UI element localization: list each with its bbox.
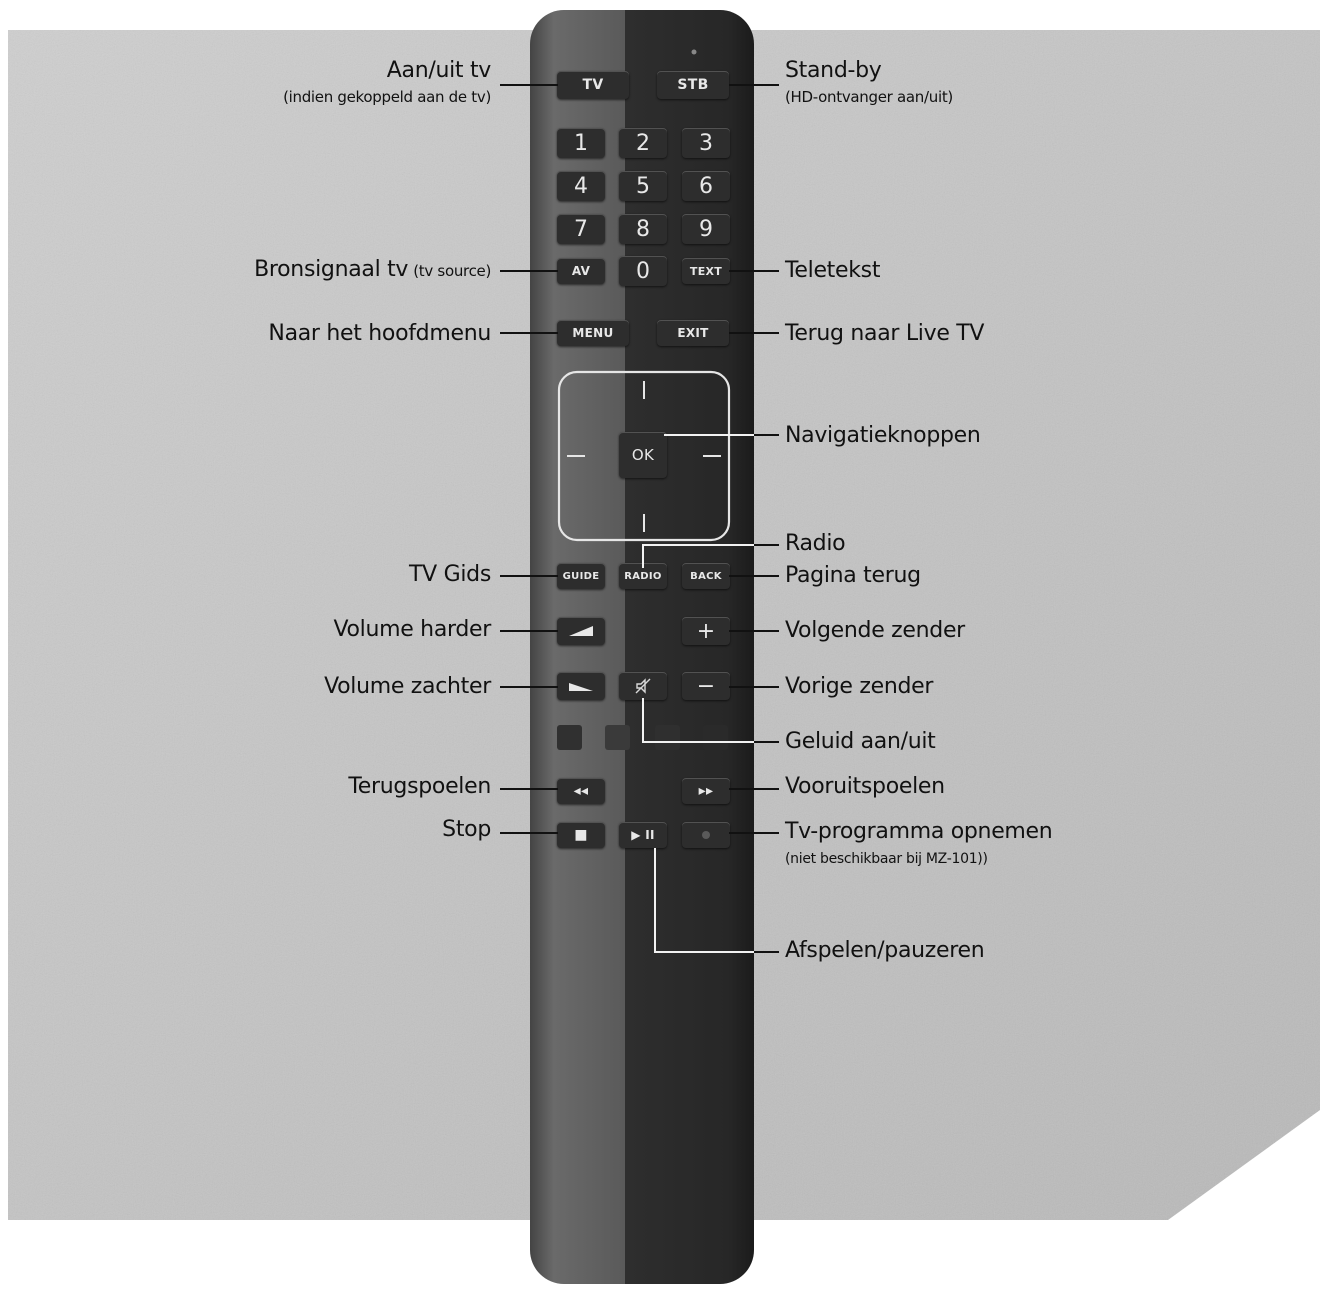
fast-forward-button[interactable]: ▸▸ bbox=[682, 778, 730, 804]
callout-line-play bbox=[654, 848, 656, 952]
av-button[interactable]: AV bbox=[557, 258, 605, 284]
back-button[interactable]: BACK bbox=[682, 563, 730, 589]
label-live-tv: Terug naar Live TV bbox=[785, 321, 985, 346]
callout-line-mute bbox=[642, 741, 754, 743]
volume-down-button[interactable] bbox=[557, 672, 605, 700]
label-standby-sub: (HD-ontvanger aan/uit) bbox=[785, 88, 953, 106]
digit-3-button[interactable]: 3 bbox=[682, 128, 730, 158]
callout-line bbox=[500, 788, 558, 790]
exit-button[interactable]: EXIT bbox=[657, 320, 729, 346]
label-stop: Stop bbox=[442, 817, 491, 842]
label-geluid: Geluid aan/uit bbox=[785, 729, 936, 754]
label-pagina-terug: Pagina terug bbox=[785, 563, 921, 588]
label-hoofdmenu: Naar het hoofdmenu bbox=[268, 321, 491, 346]
label-bronsignaal-main: Bronsignaal tv bbox=[254, 257, 409, 282]
digit-8-button[interactable]: 8 bbox=[619, 214, 667, 244]
menu-button[interactable]: MENU bbox=[557, 320, 629, 346]
label-afspelen: Afspelen/pauzeren bbox=[785, 938, 985, 963]
digit-5-button[interactable]: 5 bbox=[619, 171, 667, 201]
label-aan-uit-tv-sub: (indien gekoppeld aan de tv) bbox=[283, 88, 491, 106]
callout-line-radio bbox=[642, 544, 754, 546]
callout-line bbox=[500, 332, 558, 334]
callout-line bbox=[729, 575, 779, 577]
callout-line bbox=[729, 686, 779, 688]
digit-1-button[interactable]: 1 bbox=[557, 128, 605, 158]
nav-pad-outline bbox=[557, 370, 731, 542]
digit-9-button[interactable]: 9 bbox=[682, 214, 730, 244]
volume-down-icon bbox=[569, 683, 593, 691]
callout-line bbox=[500, 270, 558, 272]
callout-line bbox=[729, 332, 779, 334]
label-volgende-zender: Volgende zender bbox=[785, 618, 965, 643]
label-vooruitspoelen: Vooruitspoelen bbox=[785, 774, 945, 799]
label-opnemen-sub: (niet beschikbaar bij MZ-101)) bbox=[785, 851, 988, 867]
record-button[interactable] bbox=[682, 822, 730, 848]
digit-4-button[interactable]: 4 bbox=[557, 171, 605, 201]
label-bronsignaal-sub: (tv source) bbox=[413, 262, 491, 280]
digit-2-button[interactable]: 2 bbox=[619, 128, 667, 158]
record-icon bbox=[702, 831, 710, 839]
mute-button[interactable] bbox=[619, 672, 667, 700]
label-bronsignaal: Bronsignaal tv (tv source) bbox=[254, 258, 491, 282]
digit-7-button[interactable]: 7 bbox=[557, 214, 605, 244]
callout-line bbox=[500, 84, 558, 86]
channel-up-button[interactable]: + bbox=[682, 617, 730, 645]
callout-line bbox=[729, 788, 779, 790]
callout-line-mute bbox=[754, 741, 779, 743]
label-teletekst: Teletekst bbox=[785, 258, 881, 283]
volume-up-button[interactable] bbox=[557, 617, 605, 645]
digit-6-button[interactable]: 6 bbox=[682, 171, 730, 201]
callout-line-nav bbox=[754, 434, 779, 436]
label-volume-zachter: Volume zachter bbox=[324, 674, 491, 699]
callout-line-nav bbox=[664, 434, 754, 436]
stb-button[interactable]: STB bbox=[657, 71, 729, 99]
text-button[interactable]: TEXT bbox=[682, 258, 730, 284]
callout-line-radio bbox=[754, 544, 779, 546]
rewind-button[interactable]: ◂◂ bbox=[557, 778, 605, 804]
label-radio: Radio bbox=[785, 531, 846, 556]
volume-up-icon bbox=[569, 626, 593, 636]
label-standby: Stand-by bbox=[785, 58, 882, 83]
callout-line bbox=[729, 832, 779, 834]
callout-line bbox=[729, 630, 779, 632]
callout-line bbox=[500, 832, 558, 834]
play-pause-button[interactable]: ▶ II bbox=[619, 822, 667, 848]
mute-icon bbox=[635, 678, 651, 694]
guide-button[interactable]: GUIDE bbox=[557, 563, 605, 589]
callout-line bbox=[500, 630, 558, 632]
label-vorige-zender: Vorige zender bbox=[785, 674, 934, 699]
label-volume-harder: Volume harder bbox=[333, 617, 491, 642]
remote-body bbox=[530, 10, 754, 1284]
callout-line bbox=[729, 270, 779, 272]
callout-line bbox=[500, 575, 558, 577]
label-aan-uit-tv: Aan/uit tv bbox=[386, 58, 492, 83]
callout-line-radio bbox=[642, 544, 644, 568]
ok-button[interactable]: OK bbox=[619, 432, 667, 478]
label-terugspoelen: Terugspoelen bbox=[348, 774, 491, 799]
digit-0-button[interactable]: 0 bbox=[619, 256, 667, 286]
tv-button[interactable]: TV bbox=[557, 71, 629, 99]
callout-line-play bbox=[654, 951, 754, 953]
label-navigatie: Navigatieknoppen bbox=[785, 423, 981, 448]
callout-line-play bbox=[754, 951, 779, 953]
label-tv-gids: TV Gids bbox=[409, 562, 491, 587]
label-opnemen: Tv-programma opnemen bbox=[785, 819, 1053, 844]
callout-line bbox=[729, 84, 779, 86]
stop-button[interactable]: ■ bbox=[557, 822, 605, 848]
channel-down-button[interactable]: − bbox=[682, 672, 730, 700]
callout-line bbox=[500, 686, 558, 688]
callout-line-mute bbox=[642, 698, 644, 742]
